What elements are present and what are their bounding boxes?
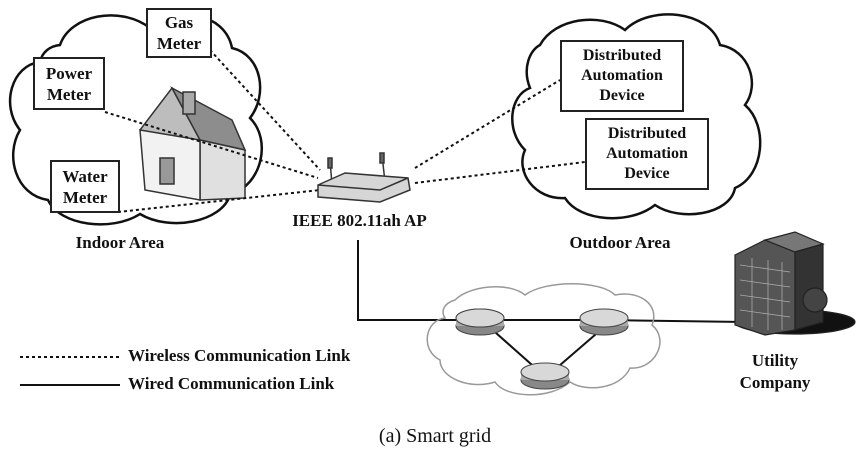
access-point-icon	[317, 152, 411, 203]
automation-device-box-2: Distributed Automation Device	[585, 118, 709, 190]
outdoor-area-label: Outdoor Area	[569, 233, 671, 252]
automation-device-box-1: Distributed Automation Device	[560, 40, 684, 112]
indoor-area-label: Indoor Area	[75, 233, 165, 252]
power-meter-box: Power Meter	[33, 57, 105, 110]
house-icon	[139, 86, 247, 201]
wired-links	[357, 240, 746, 373]
router-icon-1	[455, 308, 505, 336]
legend-wired-text: Wired Communication Link	[128, 374, 335, 393]
router-icon-2	[579, 308, 629, 336]
wireless-links	[104, 49, 586, 213]
gas-meter-box: Gas Meter	[146, 8, 212, 58]
utility-building-icon	[734, 231, 856, 336]
network-cloud	[426, 283, 661, 396]
utility-company-label: Utility Company	[739, 351, 811, 392]
access-point-label: IEEE 802.11ah AP	[292, 211, 427, 230]
legend-wireless-text: Wireless Communication Link	[128, 346, 351, 365]
figure-caption: (a) Smart grid	[378, 425, 492, 447]
router-icon-3	[520, 362, 570, 390]
water-meter-box: Water Meter	[50, 160, 120, 213]
